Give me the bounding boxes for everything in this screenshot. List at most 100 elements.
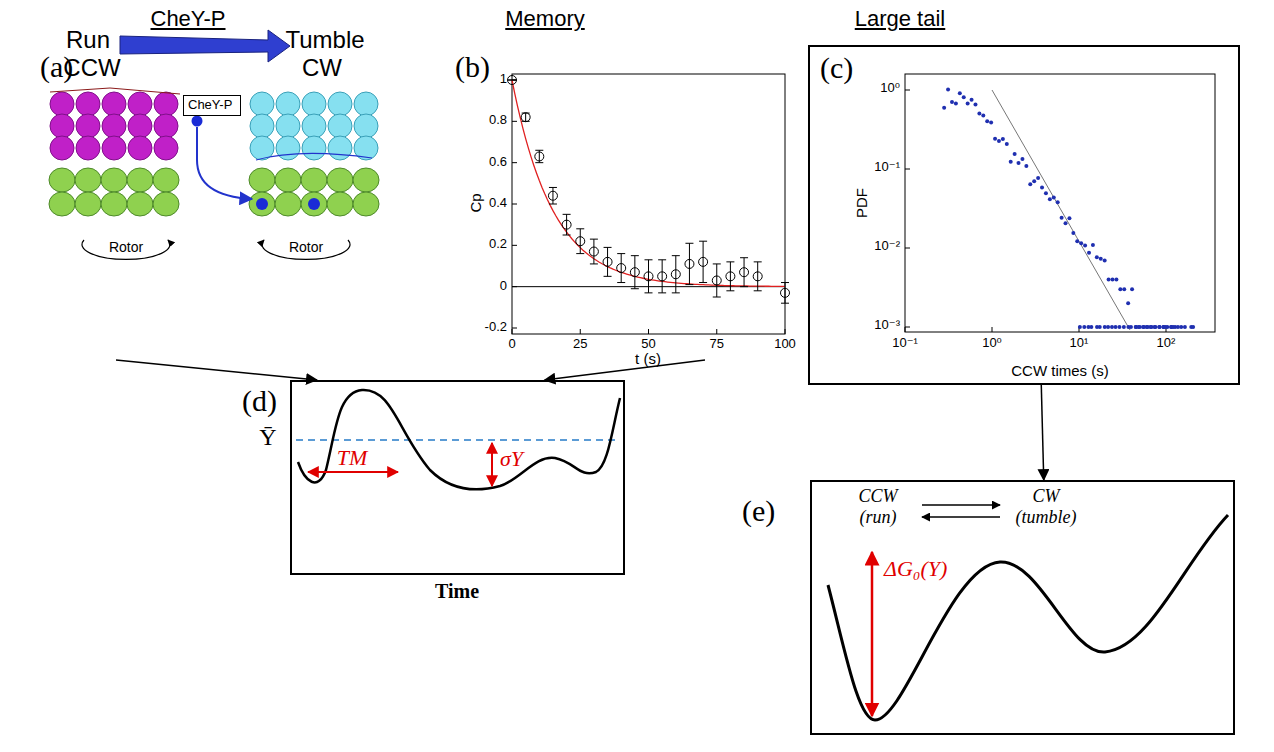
data-point (508, 76, 517, 85)
data-point (535, 152, 544, 161)
label-box: CheY-P (183, 95, 241, 116)
panel: (a)CheY-P (40, 50, 440, 360)
axis-title: PDF (853, 188, 870, 218)
tick-mark (905, 169, 910, 170)
data-point (1114, 277, 1118, 281)
error-cap (576, 253, 584, 254)
data-point (1107, 277, 1111, 281)
rotor-subunit (275, 168, 301, 192)
error-cap (563, 235, 571, 236)
state-label: CCW (63, 54, 120, 82)
error-cap (713, 297, 721, 298)
error-cap (645, 259, 653, 260)
data-point (950, 100, 954, 104)
sigma-label: σY (500, 446, 523, 471)
data-point (962, 95, 966, 99)
data-point (993, 137, 997, 141)
power-law-line (992, 90, 1130, 330)
data-point (973, 103, 977, 107)
tick-label: 10⁰ (880, 81, 900, 96)
switch-subunit (76, 136, 100, 160)
tick-label: 1 (500, 72, 507, 87)
data-point (1056, 200, 1060, 204)
column-header: Large tail (855, 6, 946, 31)
switch-subunit (276, 92, 300, 116)
data-point (603, 257, 612, 266)
error-bar (621, 254, 622, 283)
rotor-label: Rotor (289, 239, 323, 255)
bound-chey-p (308, 198, 320, 210)
data-point (548, 191, 557, 200)
tick-label: 10⁻² (874, 239, 900, 254)
switch-subunit (154, 114, 178, 138)
panel-tag: (d) (242, 386, 277, 416)
signal-trace (298, 390, 620, 490)
error-cap (631, 255, 639, 256)
error-cap (726, 290, 734, 291)
error-cap (699, 282, 707, 283)
data-point (989, 121, 993, 125)
panel-tag: (b) (455, 52, 490, 82)
rotor-subunit (127, 168, 153, 192)
switch-subunit (128, 136, 152, 160)
error-cap (781, 303, 789, 304)
error-cap (740, 286, 748, 287)
error-bar (757, 262, 758, 291)
tick-mark (512, 329, 513, 334)
error-cap (590, 239, 598, 240)
data-point (1013, 152, 1017, 156)
mean-symbol: Ȳ (259, 424, 276, 452)
bound-chey-p (256, 198, 268, 210)
switch-subunit (50, 114, 74, 138)
error-cap (658, 259, 666, 260)
rotor-subunit (249, 168, 275, 192)
data-point (1106, 325, 1110, 329)
data-point (1079, 241, 1083, 245)
tick-mark (905, 90, 910, 91)
state-label: CW (tumble) (1006, 486, 1086, 527)
data-point (958, 91, 962, 95)
data-point (1052, 195, 1056, 199)
tick-label: 10⁻¹ (874, 160, 900, 175)
rotor-subunit (327, 192, 353, 216)
memory-time-label: TM (337, 445, 368, 470)
error-cap (535, 162, 543, 163)
rotor-subunit (153, 168, 179, 192)
error-cap (699, 241, 707, 242)
error-cap (563, 214, 571, 215)
rotor-subunit (353, 192, 379, 216)
switch-subunit (250, 114, 274, 138)
data-point (1118, 287, 1122, 291)
error-bar (593, 239, 594, 264)
rotor-subunit (301, 168, 327, 192)
rotor-subunit (301, 192, 327, 216)
flow-arrow (116, 360, 317, 380)
panel: (d) (290, 380, 625, 575)
data-point (1067, 216, 1071, 220)
error-cap (508, 80, 516, 81)
rotor-subunit (153, 192, 179, 216)
switch-subunit (250, 92, 274, 116)
error-cap (576, 228, 584, 229)
autocorrelation-plot (508, 74, 790, 334)
box-label: CheY-P (184, 96, 240, 114)
tick-label: 10⁰ (982, 336, 1002, 351)
data-point (1087, 251, 1091, 255)
switch-subunit (328, 136, 352, 160)
axis-title: t (s) (635, 350, 661, 367)
error-cap (726, 261, 734, 262)
rotor-subunit (75, 192, 101, 216)
link-line (256, 153, 372, 160)
data-point (1082, 325, 1086, 329)
pdf-plot (905, 74, 1215, 332)
rotor-arrow (262, 240, 350, 259)
tick-mark (512, 245, 517, 246)
data-point (1171, 325, 1175, 329)
tick-label: 50 (641, 337, 655, 352)
data-point (1117, 325, 1121, 329)
rotor-subunit (101, 168, 127, 192)
data-point (630, 268, 639, 277)
data-point (946, 88, 950, 92)
switch-subunit (354, 92, 378, 116)
